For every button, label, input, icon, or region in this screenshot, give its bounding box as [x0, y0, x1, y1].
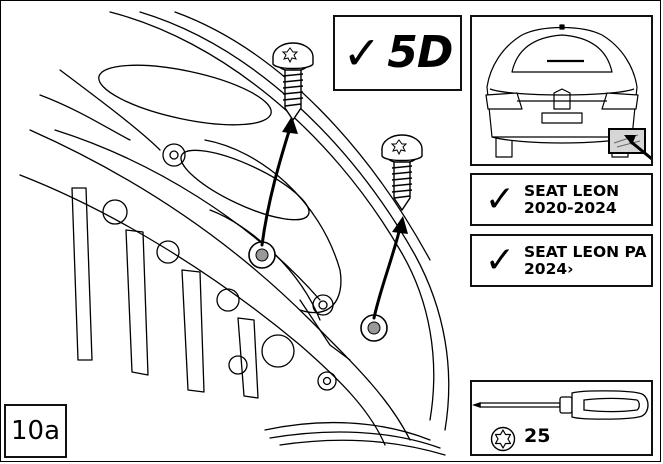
bumper-contour: [204, 139, 342, 314]
body-variant-box: ✓ 5D: [333, 15, 462, 91]
grille-line: [279, 439, 446, 456]
mounting-hole: [102, 199, 128, 225]
model-compat-box: ✓ SEAT LEON PA 2024›: [470, 234, 653, 287]
model-compat-box: ✓ SEAT LEON 2020-2024: [470, 173, 653, 226]
grille-line: [264, 421, 431, 441]
model-name: SEAT LEON PA 2024›: [524, 242, 647, 278]
torx-size-label: 25: [524, 425, 551, 447]
support-rib: [125, 229, 149, 376]
mounting-hole: [216, 288, 240, 312]
arch-line: [59, 69, 161, 151]
bumper-edge-line: [109, 11, 435, 421]
torx-screw-icon: [381, 134, 423, 212]
step-number-box: 10a: [4, 404, 67, 458]
removal-arrow: [260, 126, 292, 247]
torx-screw-icon: [272, 42, 314, 122]
support-rib: [181, 269, 205, 393]
bumper-recess: [98, 64, 272, 126]
bumper-recess: [180, 149, 310, 221]
mounting-hole: [228, 355, 248, 375]
torx-icon: [490, 426, 516, 452]
support-rib: [237, 317, 259, 399]
arrow-head: [282, 116, 298, 134]
arch-line: [19, 174, 386, 446]
check-mark: ✓: [342, 26, 382, 80]
support-rib: [71, 187, 93, 361]
arrow-head: [392, 216, 408, 234]
bumper-edge-line: [174, 11, 431, 261]
bumper-contour: [299, 299, 351, 361]
highlight-area: [608, 128, 653, 161]
car-rear-icon: [485, 24, 653, 161]
arch-line: [39, 94, 131, 141]
bumper-edge-line: [139, 11, 450, 431]
check-mark: ✓: [484, 178, 516, 220]
step-number: 10a: [10, 416, 61, 446]
mounting-hole: [317, 371, 337, 391]
check-mark: ✓: [484, 239, 516, 281]
door-code-label: 5D: [387, 27, 453, 78]
screwdriver-icon: [472, 390, 649, 420]
mounting-hole: [162, 143, 186, 167]
grille-line: [269, 431, 441, 449]
car-rear-view-box: [470, 15, 653, 166]
mounting-hole: [318, 300, 328, 310]
mounting-hole: [261, 334, 295, 368]
arch-line: [29, 129, 411, 441]
mounting-hole: [312, 294, 334, 316]
model-name: SEAT LEON 2020-2024: [524, 181, 620, 217]
mounting-hole: [322, 376, 332, 386]
mounting-hole: [169, 150, 179, 160]
tool-requirement-box: 25: [470, 380, 653, 456]
removal-arrow: [372, 226, 402, 320]
arch-line: [54, 129, 321, 301]
mounting-hole: [156, 240, 180, 264]
